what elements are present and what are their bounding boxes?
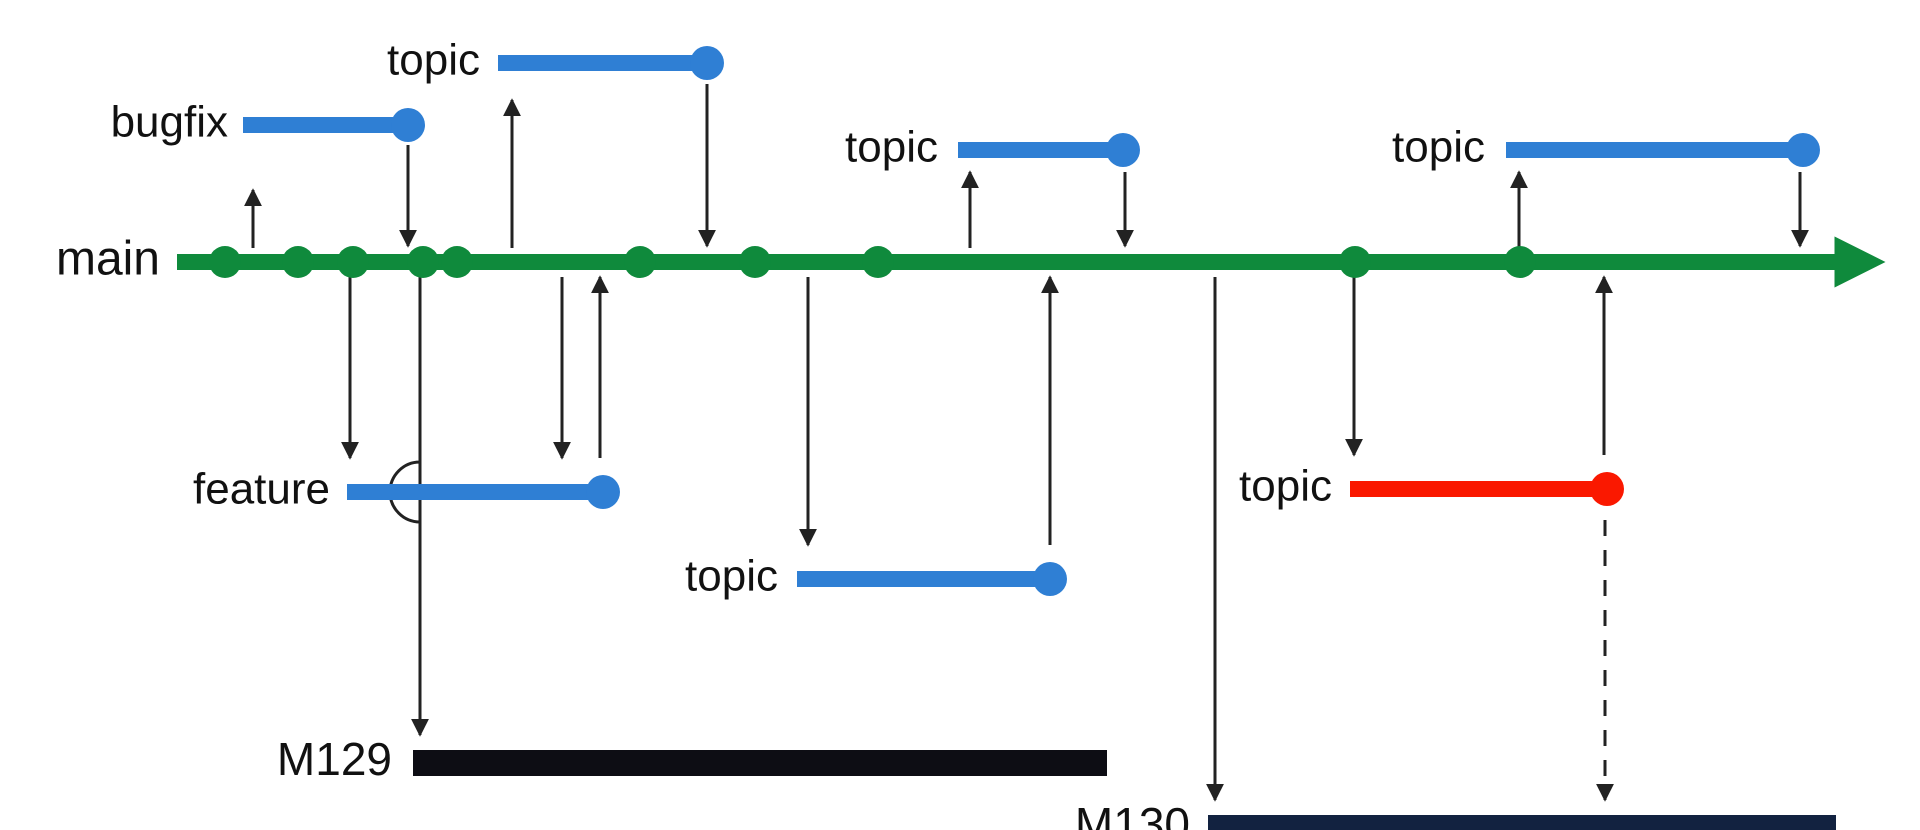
- commit-dot-main-6[interactable]: [624, 246, 656, 278]
- milestone-bars-layer: [413, 750, 1836, 830]
- commit-dot-topic-3[interactable]: [1786, 133, 1820, 167]
- commit-dot-main-7[interactable]: [739, 246, 771, 278]
- commit-dot-topic-hotfix[interactable]: [1590, 472, 1624, 506]
- commit-dot-main-2[interactable]: [282, 246, 314, 278]
- commit-dot-main-4[interactable]: [407, 246, 439, 278]
- branch-label-bugfix: bugfix: [111, 98, 228, 147]
- branch-label-topic-hotfix: topic: [1239, 462, 1332, 511]
- commit-dot-topic-2[interactable]: [1106, 133, 1140, 167]
- branch-label-topic-1: topic: [387, 36, 480, 85]
- branch-label-feature: feature: [193, 465, 330, 514]
- commit-dot-main-8[interactable]: [862, 246, 894, 278]
- commit-dot-feature[interactable]: [586, 475, 620, 509]
- milestone-label-m129: M129: [277, 733, 392, 785]
- connector-arrows-layer: [244, 84, 1809, 802]
- branch-label-topic-2: topic: [845, 123, 938, 172]
- branch-bars-layer: [243, 46, 1820, 596]
- branch-label-topic-4: topic: [685, 552, 778, 601]
- commit-dot-main-5[interactable]: [441, 246, 473, 278]
- milestone-bar-m129[interactable]: [413, 750, 1107, 776]
- branch-label-main: main: [56, 233, 160, 286]
- commit-dot-main-3[interactable]: [337, 246, 369, 278]
- commit-dot-topic-1[interactable]: [690, 46, 724, 80]
- commit-dot-topic-4[interactable]: [1033, 562, 1067, 596]
- milestone-label-m130: M130: [1075, 798, 1190, 830]
- commit-dot-main-1[interactable]: [209, 246, 241, 278]
- commit-dot-main-9[interactable]: [1339, 246, 1371, 278]
- branch-label-topic-3: topic: [1392, 123, 1485, 172]
- commit-dot-main-10[interactable]: [1504, 246, 1536, 278]
- commit-dot-bugfix[interactable]: [391, 108, 425, 142]
- main-branch-layer: [177, 236, 1886, 288]
- milestone-bar-m130[interactable]: [1208, 815, 1836, 830]
